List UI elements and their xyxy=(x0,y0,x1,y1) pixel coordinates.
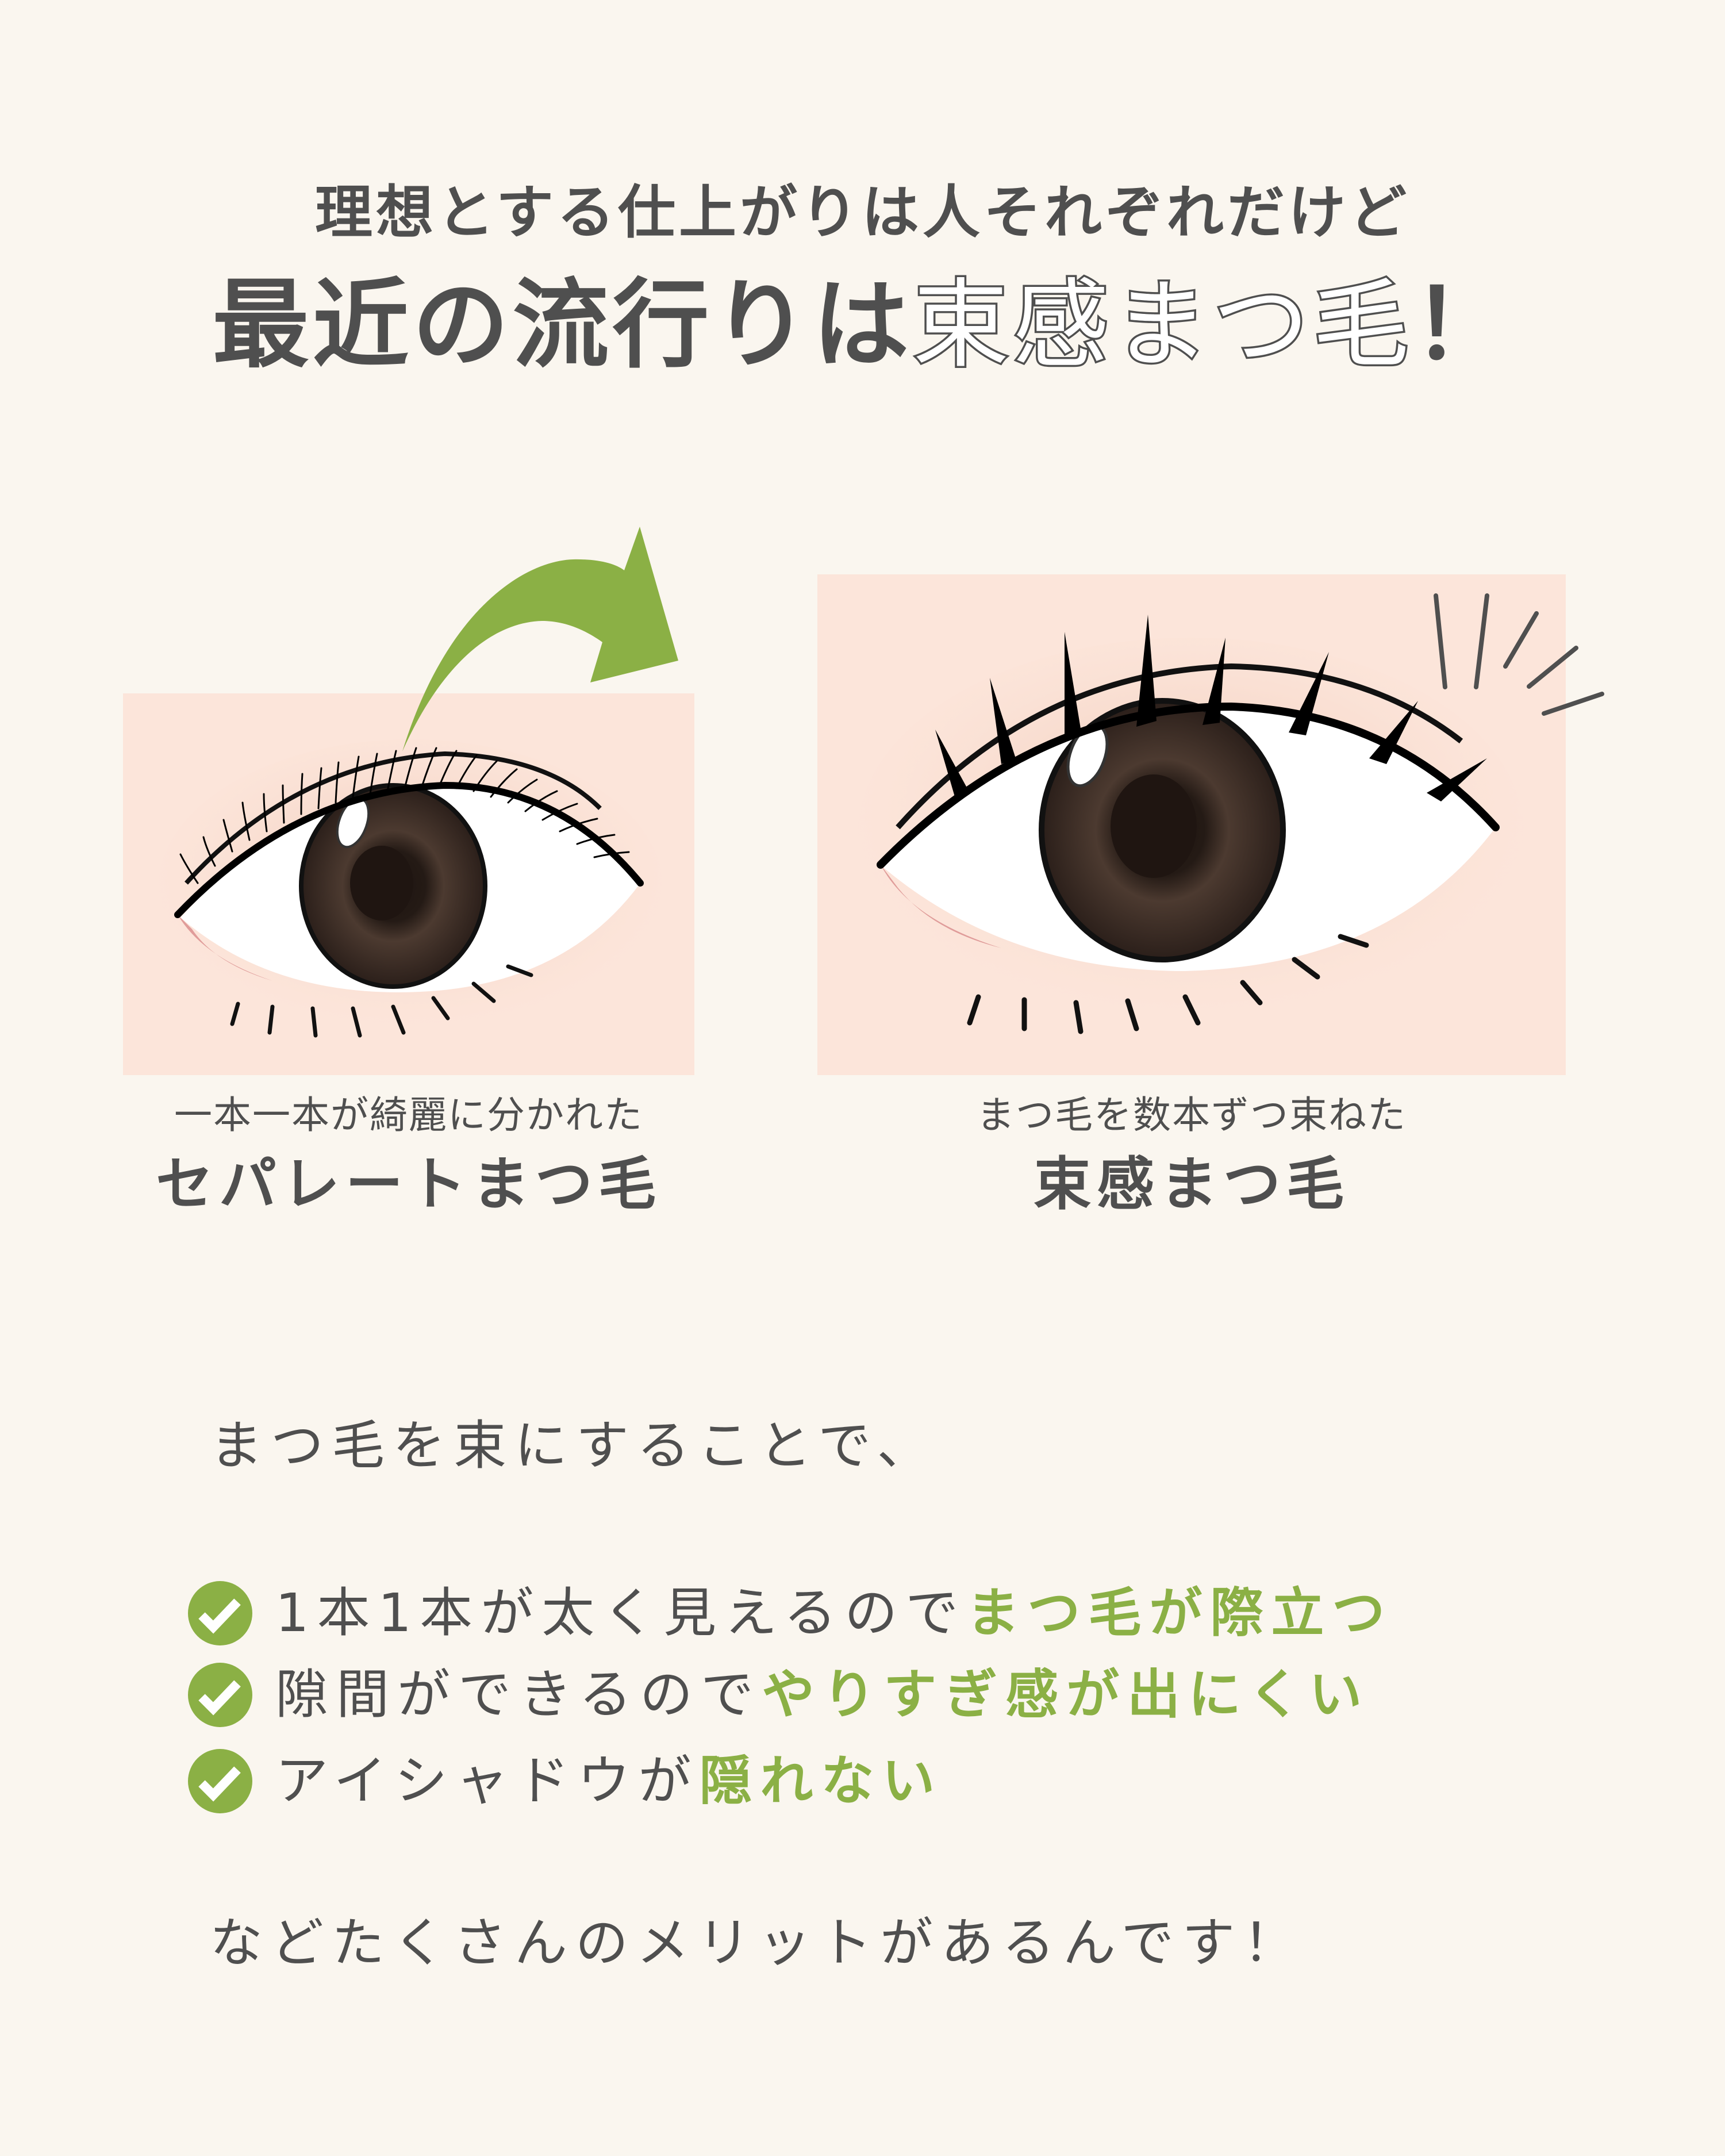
check-circle-icon xyxy=(188,1749,252,1813)
intro-text: まつ毛を束にすることで、 xyxy=(210,1415,938,1476)
benefit-item: 隙間ができるのでやりすぎ感が出にくい xyxy=(188,1658,1370,1732)
benefit-text: アイシャドウが隠れない xyxy=(275,1744,943,1819)
bundled-caption-big: 束感まつ毛 xyxy=(1034,1150,1350,1218)
benefit-item: 1本1本が太く見えるのでまつ毛が際立つ xyxy=(188,1576,1393,1651)
benefit-plain: 隙間ができるので xyxy=(275,1664,762,1725)
headline-outline-text: 束感まつ毛 xyxy=(910,267,1413,383)
headline-plain: 最近の流行りは xyxy=(212,268,913,381)
headline-exclamation: ！ xyxy=(1412,268,1513,381)
subtitle: 理想とする仕上がりは人それぞれだけど xyxy=(315,179,1410,246)
separate-caption-big: セパレートまつ毛 xyxy=(156,1150,662,1218)
headline: 最近の流行りは束感まつ毛！ xyxy=(0,262,1725,388)
check-circle-icon xyxy=(188,1581,252,1645)
benefit-item: アイシャドウが隠れない xyxy=(188,1744,943,1819)
benefit-highlight: まつ毛が際立つ xyxy=(966,1582,1393,1644)
emphasis-lines-icon xyxy=(1434,593,1604,716)
benefit-text: 1本1本が太く見えるのでまつ毛が際立つ xyxy=(275,1576,1393,1651)
outro-text: などたくさんのメリットがあるんです！ xyxy=(210,1912,1304,1974)
benefit-highlight: 隠れない xyxy=(699,1750,943,1812)
benefit-text: 隙間ができるのでやりすぎ感が出にくい xyxy=(275,1658,1370,1732)
benefit-plain: 1本1本が太く見えるので xyxy=(275,1582,967,1644)
eye-illustration-separate xyxy=(157,739,663,1038)
benefit-highlight: やりすぎ感が出にくい xyxy=(762,1664,1370,1725)
separate-lashes-illustration xyxy=(123,693,694,1075)
separate-caption-small: 一本一本が綺麗に分かれた xyxy=(174,1093,643,1137)
eye-illustration-bundled xyxy=(858,615,1524,1034)
check-circle-icon xyxy=(188,1663,252,1727)
bundled-caption-small: まつ毛を数本ずつ束ねた xyxy=(977,1093,1407,1137)
benefit-plain: アイシャドウが xyxy=(275,1750,700,1812)
